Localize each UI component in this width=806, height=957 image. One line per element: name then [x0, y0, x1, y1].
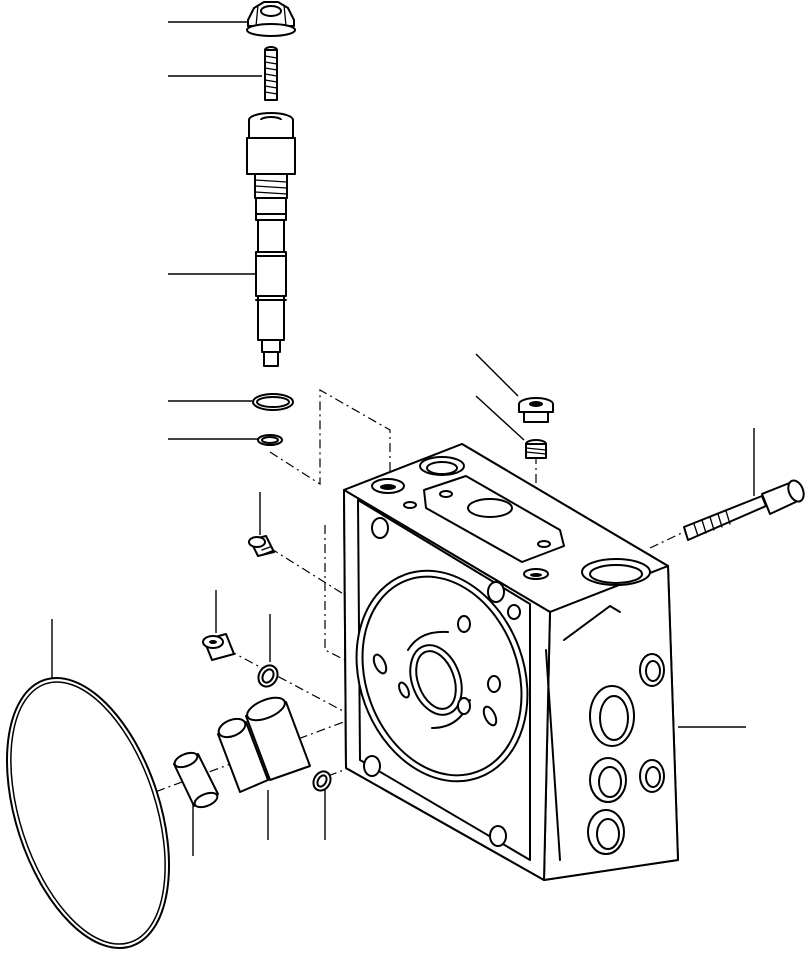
o-ring-large: [252, 393, 294, 411]
valve-cartridge: [246, 112, 296, 367]
bushing: [173, 751, 219, 809]
large-seal-ring: [6, 677, 170, 949]
o-ring-small-left: [257, 664, 279, 688]
center-line-bracket: [324, 525, 346, 661]
long-bolt: [683, 479, 805, 541]
o-ring-lower: [312, 770, 332, 792]
flange-nut: [246, 1, 296, 37]
plug-left: [248, 535, 275, 557]
plug-upper: [518, 397, 554, 423]
valve-housing-block: [343, 443, 679, 881]
center-line-cartridge: [269, 388, 391, 486]
stud: [264, 46, 278, 101]
o-ring-small: [257, 434, 283, 446]
sleeve-collar: [217, 696, 311, 793]
leader-plug-upper: [475, 353, 519, 397]
plug-small: [202, 633, 235, 661]
leader-set-screw: [475, 395, 525, 441]
center-line-o-ring-lower: [327, 763, 361, 777]
set-screw: [525, 439, 547, 459]
leader-lines: [51, 21, 755, 856]
center-line-bolt: [649, 529, 689, 549]
center-line-plug-small: [227, 649, 346, 713]
center-line-plug-left: [269, 547, 346, 596]
